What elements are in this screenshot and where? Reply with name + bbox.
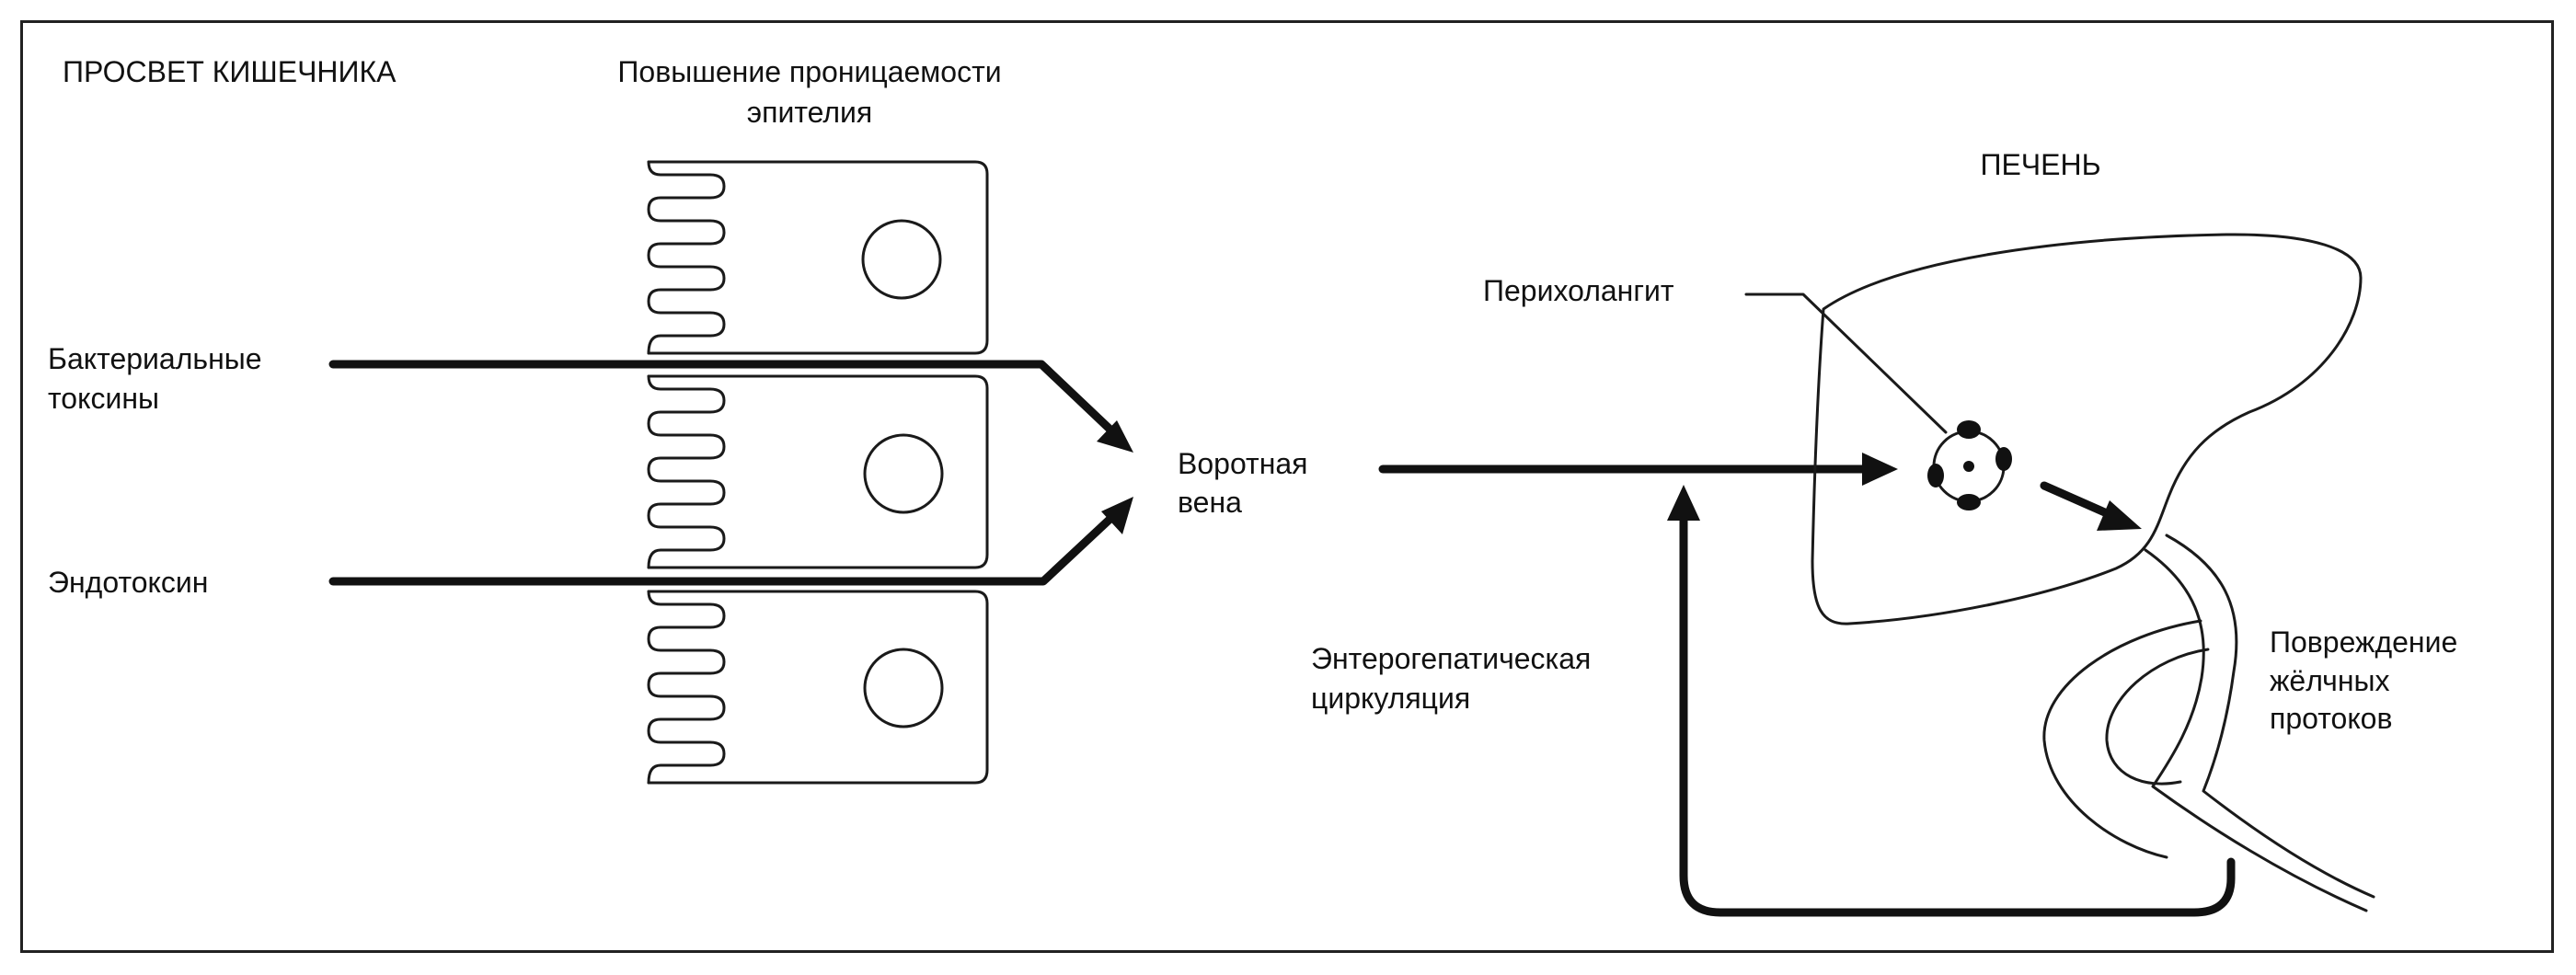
bacterial-toxins-label-line2: токсины [48, 382, 159, 415]
bile-duct-inner-wall [2144, 548, 2368, 912]
arrow-shaft [2040, 481, 2111, 518]
epithelial-permeability-label-line1: Повышение проницаемости [617, 55, 1001, 88]
bile-duct-damage-label-line3: протоков [2270, 702, 2392, 735]
inflammatory-cell [1995, 447, 2012, 471]
arrow-head [1667, 485, 1700, 521]
cell-nucleus [861, 219, 942, 300]
portal-vein-arrow [1378, 453, 1898, 486]
liver-label: ПЕЧЕНЬ [1980, 148, 2100, 181]
pericholangitis-leader-line [1744, 292, 1948, 434]
portal-vein-label-line1: Воротная [1178, 447, 1307, 480]
enterohepatic-circulation-arrow [1667, 485, 2236, 917]
arrow-head [1862, 453, 1898, 486]
bacterial-toxins-arrow [328, 360, 1133, 453]
inflammatory-cell [1957, 494, 1981, 510]
bile-ducts [2042, 533, 2375, 912]
inflammatory-cell [1957, 420, 1981, 439]
endotoxin-arrow [328, 497, 1133, 586]
cell-body [647, 374, 989, 569]
epithelial-cell-top [647, 160, 989, 355]
epithelial-cell-bottom [647, 590, 989, 785]
intestinal-lumen-label: ПРОСВЕТ КИШЕЧНИКА [63, 55, 397, 88]
liver-outline [1811, 233, 2363, 625]
diagram-frame [20, 20, 2554, 953]
endotoxin-label: Эндотоксин [48, 566, 208, 599]
arrow-head [2097, 500, 2142, 531]
cell-body [647, 590, 989, 785]
cell-nucleus [863, 648, 944, 728]
bile-duct-damage-label-line1: Повреждение [2270, 625, 2457, 659]
enterohepatic-circulation-label-line1: Энтерогепатическая [1311, 642, 1591, 675]
epithelial-cell-middle [647, 374, 989, 569]
bile-duct-damage-label-line2: жёлчных [2270, 664, 2390, 697]
cell-body [647, 160, 989, 355]
inflammatory-cell [1927, 464, 1944, 488]
microvilli-border [647, 590, 726, 785]
bacterial-toxins-label-line1: Бактериальные [48, 342, 262, 375]
bile-duct-damage-arrow [2040, 481, 2142, 531]
bile-duct-loop-outer [2042, 619, 2202, 859]
arrow-head [1101, 497, 1133, 534]
portal-vein-label-line2: вена [1178, 486, 1242, 519]
ductule-lumen [1963, 461, 1974, 472]
bile-duct-loop-inner [2105, 648, 2210, 786]
arrow-shaft [1679, 510, 2236, 917]
arrow-shaft [328, 360, 1118, 437]
bile-duct-outer-wall [2165, 533, 2375, 899]
pericholangitis-lesion [1927, 420, 2012, 510]
epithelial-permeability-label-line2: эпителия [747, 96, 872, 129]
microvilli-border [647, 374, 726, 569]
cell-nucleus [863, 433, 944, 514]
pericholangitis-label: Перихолангит [1483, 274, 1674, 307]
enterohepatic-circulation-label-line2: циркуляция [1311, 682, 1470, 715]
arrow-head [1097, 420, 1133, 453]
microvilli-border [647, 160, 726, 355]
arrow-shaft [328, 511, 1118, 586]
